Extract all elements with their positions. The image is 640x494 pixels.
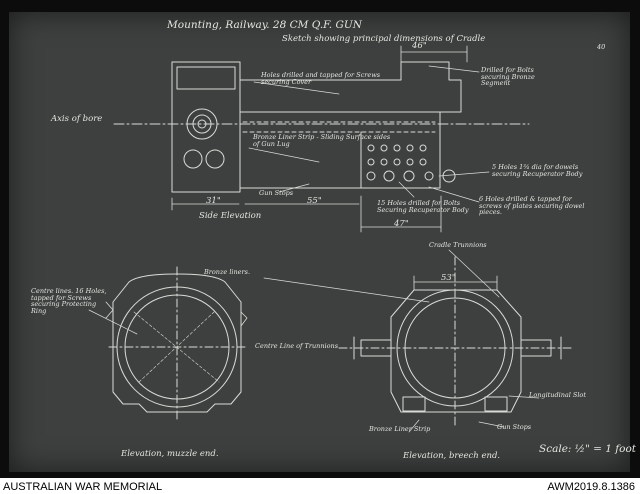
note-centre-line-trunnions: Centre Line of Trunnions (255, 342, 339, 350)
note-plates-dowels: 6 Holes drilled & tapped for screws of p… (479, 195, 585, 216)
note-drilled-bolts: Drilled for Bolts securing Bronze Segmen… (481, 66, 535, 87)
drawing-subtitle: Sketch showing principal dimensions of C… (282, 34, 486, 44)
side-dim-bottom: 47" (394, 219, 409, 229)
breech-dim-top: 53" (441, 273, 456, 283)
side-dim-left: 31" (206, 196, 221, 206)
note-gun-stops-breech: Gun Stops (497, 423, 532, 431)
muzzle-end-label: Elevation, muzzle end. (121, 449, 219, 459)
corner-mark: 40 (597, 43, 606, 51)
note-longitudinal-slot: Longitudinal Slot (529, 391, 586, 399)
note-bolts-recuperator: 15 Holes drilled for Bolts Securing Recu… (377, 199, 469, 214)
breech-end-drawing (263, 249, 575, 433)
recuperator-bolt-holes (366, 144, 456, 183)
footer-bar: AUSTRALIAN WAR MEMORIAL AWM2019.8.1386 (0, 478, 640, 494)
footer-accession-number: AWM2019.8.1386 (547, 481, 635, 493)
note-bronze-liners: Bronze liners. (204, 268, 251, 276)
technical-drawing (88, 45, 575, 433)
note-gun-stops-side: Gun Stops (259, 189, 294, 197)
note-liner-strip-breech: Bronze Liner Strip (369, 425, 431, 433)
axis-of-bore-label: Axis of bore (51, 114, 103, 124)
side-elevation-label: Side Elevation (199, 211, 262, 221)
drawing-title: Mounting, Railway. 28 CM Q.F. GUN (167, 19, 362, 31)
footer-institution: AUSTRALIAN WAR MEMORIAL (3, 481, 163, 493)
photo-frame: Mounting, Railway. 28 CM Q.F. GUN Sketch… (0, 0, 640, 478)
muzzle-end-drawing (88, 266, 248, 423)
side-dim-mid: 55" (307, 196, 322, 206)
side-elevation-drawing (113, 45, 530, 233)
note-holes-dowels: 5 Holes 1¾ dia for dowels securing Recup… (492, 163, 583, 178)
scale-label: Scale: ½" = 1 foot (539, 443, 637, 455)
note-holes-cover: Holes drilled and tapped for Screws secu… (261, 71, 381, 86)
side-dim-top: 46" (412, 41, 427, 51)
blueprint-sheet: Mounting, Railway. 28 CM Q.F. GUN Sketch… (9, 12, 636, 472)
note-cradle-trunnions: Cradle Trunnions (429, 241, 487, 249)
breech-end-label: Elevation, breech end. (403, 451, 501, 461)
note-liner-strip: Bronze Liner Strip - Sliding Surface sid… (253, 133, 391, 148)
note-centre-lines-muzzle: Centre lines. 16 Holes, tapped for Screw… (31, 287, 107, 315)
